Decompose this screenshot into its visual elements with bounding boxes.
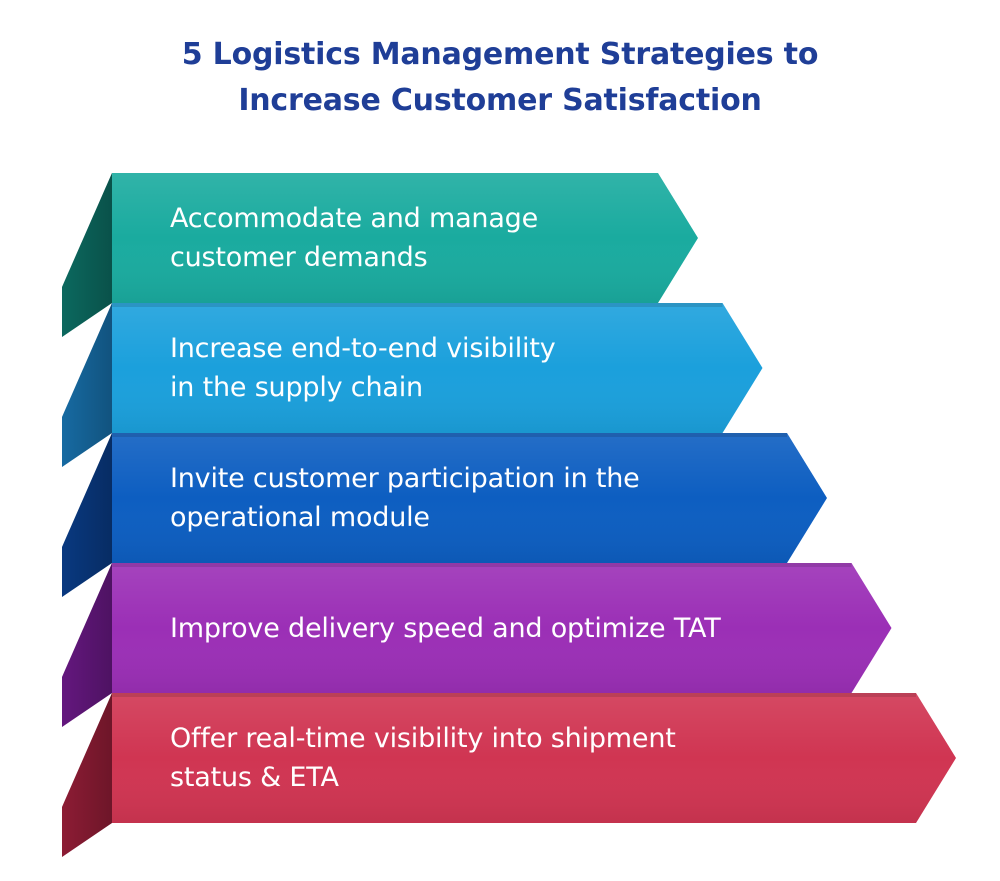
step-5-line-2: status & ETA <box>170 762 339 793</box>
step-4 <box>62 563 892 727</box>
step-2-text: Increase end-to-end visibility in the sup… <box>170 304 556 432</box>
step-1 <box>62 173 698 337</box>
step-1-line-1: Accommodate and manage <box>170 203 539 234</box>
step-3-line-1: Invite customer participation in the <box>170 463 640 494</box>
step-1-text: Accommodate and manage customer demands <box>170 174 538 302</box>
step-2-line-2: in the supply chain <box>170 372 423 403</box>
step-2-line-1: Increase end-to-end visibility <box>170 333 556 364</box>
step-3-line-2: operational module <box>170 502 430 533</box>
page-title: 5 Logistics Management Strategies to Inc… <box>0 32 1000 124</box>
step-2-side-shade <box>62 303 112 467</box>
step-4-text: Improve delivery speed and optimize TAT <box>170 564 721 692</box>
step-2-gloss <box>112 303 763 433</box>
step-5-side-shade <box>62 693 112 857</box>
step-3-edge-shadow <box>112 433 787 437</box>
step-1-side-shade <box>62 173 112 337</box>
step-3-side-shade <box>62 433 112 597</box>
step-3-gloss <box>112 433 827 563</box>
step-4-edge-shadow <box>112 563 852 567</box>
step-4-gloss <box>112 563 892 693</box>
step-4-side-shade <box>62 563 112 727</box>
step-5-gloss <box>112 693 956 823</box>
title-line-1: 5 Logistics Management Strategies to <box>181 37 819 72</box>
step-3 <box>62 433 827 597</box>
step-1-line-2: customer demands <box>170 242 428 273</box>
title-line-2: Increase Customer Satisfaction <box>238 83 762 118</box>
step-3-text: Invite customer participation in the oper… <box>170 434 640 562</box>
step-5 <box>62 693 956 857</box>
step-5-line-1: Offer real-time visibility into shipment <box>170 723 676 754</box>
step-1-gloss <box>112 173 698 303</box>
step-5-text: Offer real-time visibility into shipment… <box>170 694 676 822</box>
step-2 <box>62 303 763 467</box>
step-2-edge-shadow <box>112 303 723 307</box>
step-4-line-1: Improve delivery speed and optimize TAT <box>170 612 721 644</box>
step-5-edge-shadow <box>112 693 916 697</box>
